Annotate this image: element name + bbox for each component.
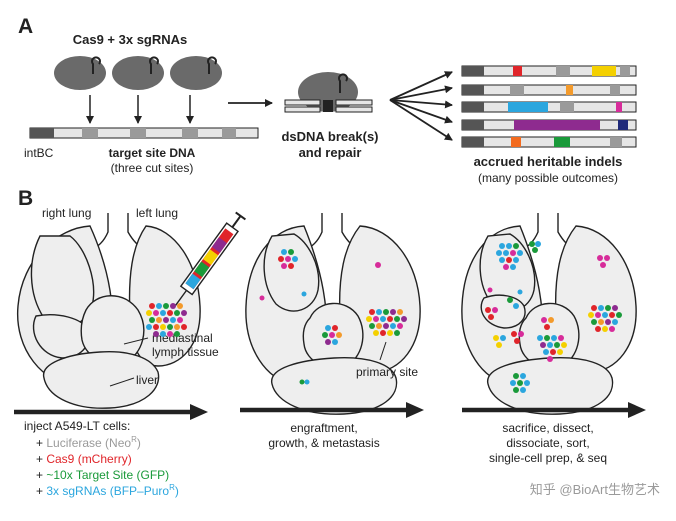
intbc-label: intBC	[24, 146, 54, 160]
cell-cluster-3f	[541, 317, 554, 330]
right-lung-label: right lung	[42, 206, 91, 220]
cas9-complex-3	[170, 56, 222, 90]
cell-cluster-3i	[511, 331, 524, 344]
metastasis-dot	[301, 291, 307, 297]
cas9-complex-2	[112, 56, 164, 90]
cell-cluster-3g	[537, 335, 567, 362]
primary-site-label: primary site	[356, 365, 418, 379]
watermark: 知乎 @BioArt生物艺术	[530, 482, 660, 497]
cell-cluster-3d	[485, 307, 498, 320]
outcome-arrows	[389, 71, 453, 141]
cas9-sgrna-title: Cas9 + 3x sgRNAs	[73, 32, 188, 47]
timeline-arrow-3-head	[628, 402, 646, 418]
cell-cluster-primary-3	[588, 305, 622, 332]
inject-item: + Cas9 (mCherry)	[36, 452, 132, 466]
syringe-icon	[174, 211, 247, 307]
inject-item-superscript: R	[169, 483, 175, 492]
indel-bar-4	[461, 119, 637, 131]
cell-cluster-3j	[510, 373, 530, 393]
cell-cluster-3b	[529, 241, 541, 253]
liver-pointer	[109, 377, 135, 387]
stage3-line1: sacrifice, dissect,	[502, 421, 593, 435]
indel-bar-5	[461, 136, 637, 148]
metastasis-dot	[517, 289, 523, 295]
inject-item-prefix: +	[36, 468, 46, 482]
cell-cluster-3h	[493, 335, 506, 348]
inject-title: inject A549-LT cells:	[24, 419, 130, 433]
dsdna-break-complex	[284, 72, 373, 113]
mediastinal-pointer	[123, 337, 149, 345]
cell-cluster-primary-1	[146, 303, 187, 337]
timeline-arrow-2-head	[406, 402, 424, 418]
indel-bar-3	[461, 101, 637, 113]
left-lung-label: left lung	[136, 206, 178, 220]
cell-cluster-primary-2	[366, 309, 407, 336]
liver-label: liver	[136, 373, 158, 387]
inject-item-name: ~10x Target Site (GFP)	[46, 468, 169, 482]
metastasis-dot	[304, 379, 310, 385]
stage2-line2: growth, & metastasis	[268, 436, 379, 450]
break-label-line1: dsDNA break(s)	[281, 129, 378, 144]
panel-a-label: A	[18, 15, 33, 38]
lung-diagram-2	[245, 213, 421, 415]
outcome-subtitle: (many possible outcomes)	[478, 171, 618, 185]
inject-item-prefix: +	[36, 484, 46, 498]
target-dna-bar	[29, 127, 259, 139]
break-label-line2: and repair	[299, 145, 362, 160]
inject-item-name: Luciferase (Neo	[46, 436, 131, 450]
metastasis-dot	[375, 262, 381, 268]
panel-b-label: B	[18, 187, 33, 210]
stage2-line1: engraftment,	[290, 421, 357, 435]
outcome-title: accrued heritable indels	[474, 154, 623, 169]
lung-diagram-1	[16, 213, 201, 409]
cell-cluster-3a	[496, 243, 523, 270]
inject-item-suffix: )	[137, 436, 141, 450]
cell-cluster-2a	[278, 249, 298, 269]
metastasis-dot	[487, 287, 493, 293]
indel-bar-1	[461, 65, 637, 77]
inject-list: + Luciferase (NeoR)+ Cas9 (mCherry)+ ~10…	[36, 435, 179, 498]
cell-cluster-3e	[507, 297, 519, 309]
inject-item: + ~10x Target Site (GFP)	[36, 468, 169, 482]
cas9-complex-1	[54, 56, 106, 90]
stage3-line2: dissociate, sort,	[506, 436, 589, 450]
stage3-line3: single-cell prep, & seq	[489, 451, 607, 465]
metastasis-dot	[299, 379, 305, 385]
target-dna-subtitle: (three cut sites)	[111, 161, 194, 175]
inject-item-name: 3x sgRNAs (BFP–Puro	[46, 484, 169, 498]
cell-cluster-3c	[597, 255, 610, 268]
inject-item: + 3x sgRNAs (BFP–PuroR)	[36, 483, 179, 498]
indel-bar-2	[461, 84, 637, 96]
cell-cluster-2b	[322, 325, 342, 345]
target-dna-title: target site DNA	[109, 146, 196, 160]
inject-item-prefix: +	[36, 436, 46, 450]
metastasis-dot	[259, 295, 265, 301]
inject-item-name: Cas9 (mCherry)	[46, 452, 131, 466]
inject-item-prefix: +	[36, 452, 46, 466]
primary-site-pointer	[379, 341, 387, 361]
inject-item: + Luciferase (NeoR)	[36, 435, 141, 450]
inject-item-suffix: )	[175, 484, 179, 498]
timeline-arrow-1-head	[190, 404, 208, 420]
mediastinal-label-line2: lymph tissue	[152, 345, 219, 359]
inject-item-superscript: R	[131, 435, 137, 444]
